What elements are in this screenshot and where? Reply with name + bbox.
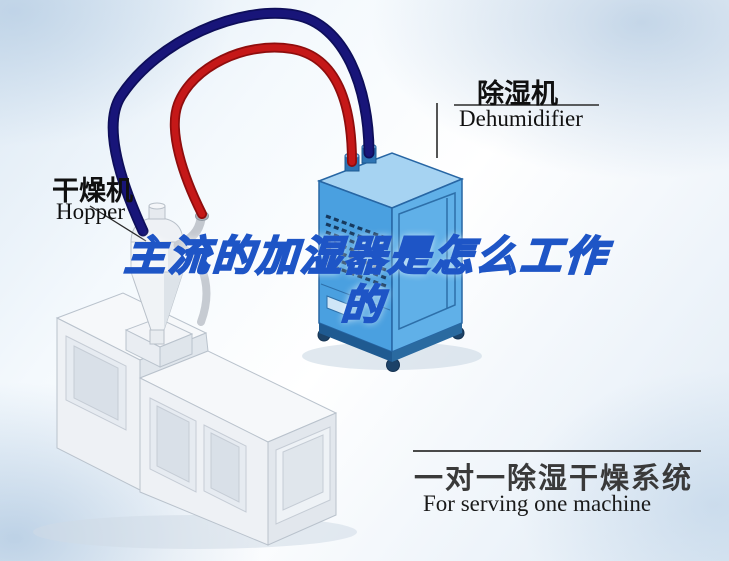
system-caption-en: For serving one machine <box>423 491 652 516</box>
dry-air-hose-red <box>169 42 357 219</box>
page-title: 主流的加湿器是怎么工作 的 <box>52 232 679 330</box>
hopper-label-en: Hopper <box>56 199 125 224</box>
hopper-dryer <box>130 202 211 345</box>
side-door-panel <box>398 191 456 331</box>
page-title-line1: 主流的加湿器是怎么工作 <box>122 232 611 280</box>
hopper-label-cn: 干燥机 <box>52 176 133 206</box>
dehumidifier-label-en: Dehumidifier <box>459 106 583 131</box>
system-caption-cn: 一对一除湿干燥系统 <box>414 463 694 495</box>
return-air-hose-navy <box>107 7 375 237</box>
hopper-down-duct <box>182 246 211 326</box>
dehumidifier-label-cn: 除湿机 <box>477 79 558 109</box>
front-label-plate <box>326 295 351 318</box>
injection-molding-machine <box>33 292 357 549</box>
callout-lines <box>89 103 701 452</box>
page-title-line2: 的 <box>339 281 388 329</box>
hopper-pointer-line <box>89 205 147 242</box>
vent-grille <box>325 214 387 288</box>
hopper-elbow-duct <box>173 214 206 250</box>
